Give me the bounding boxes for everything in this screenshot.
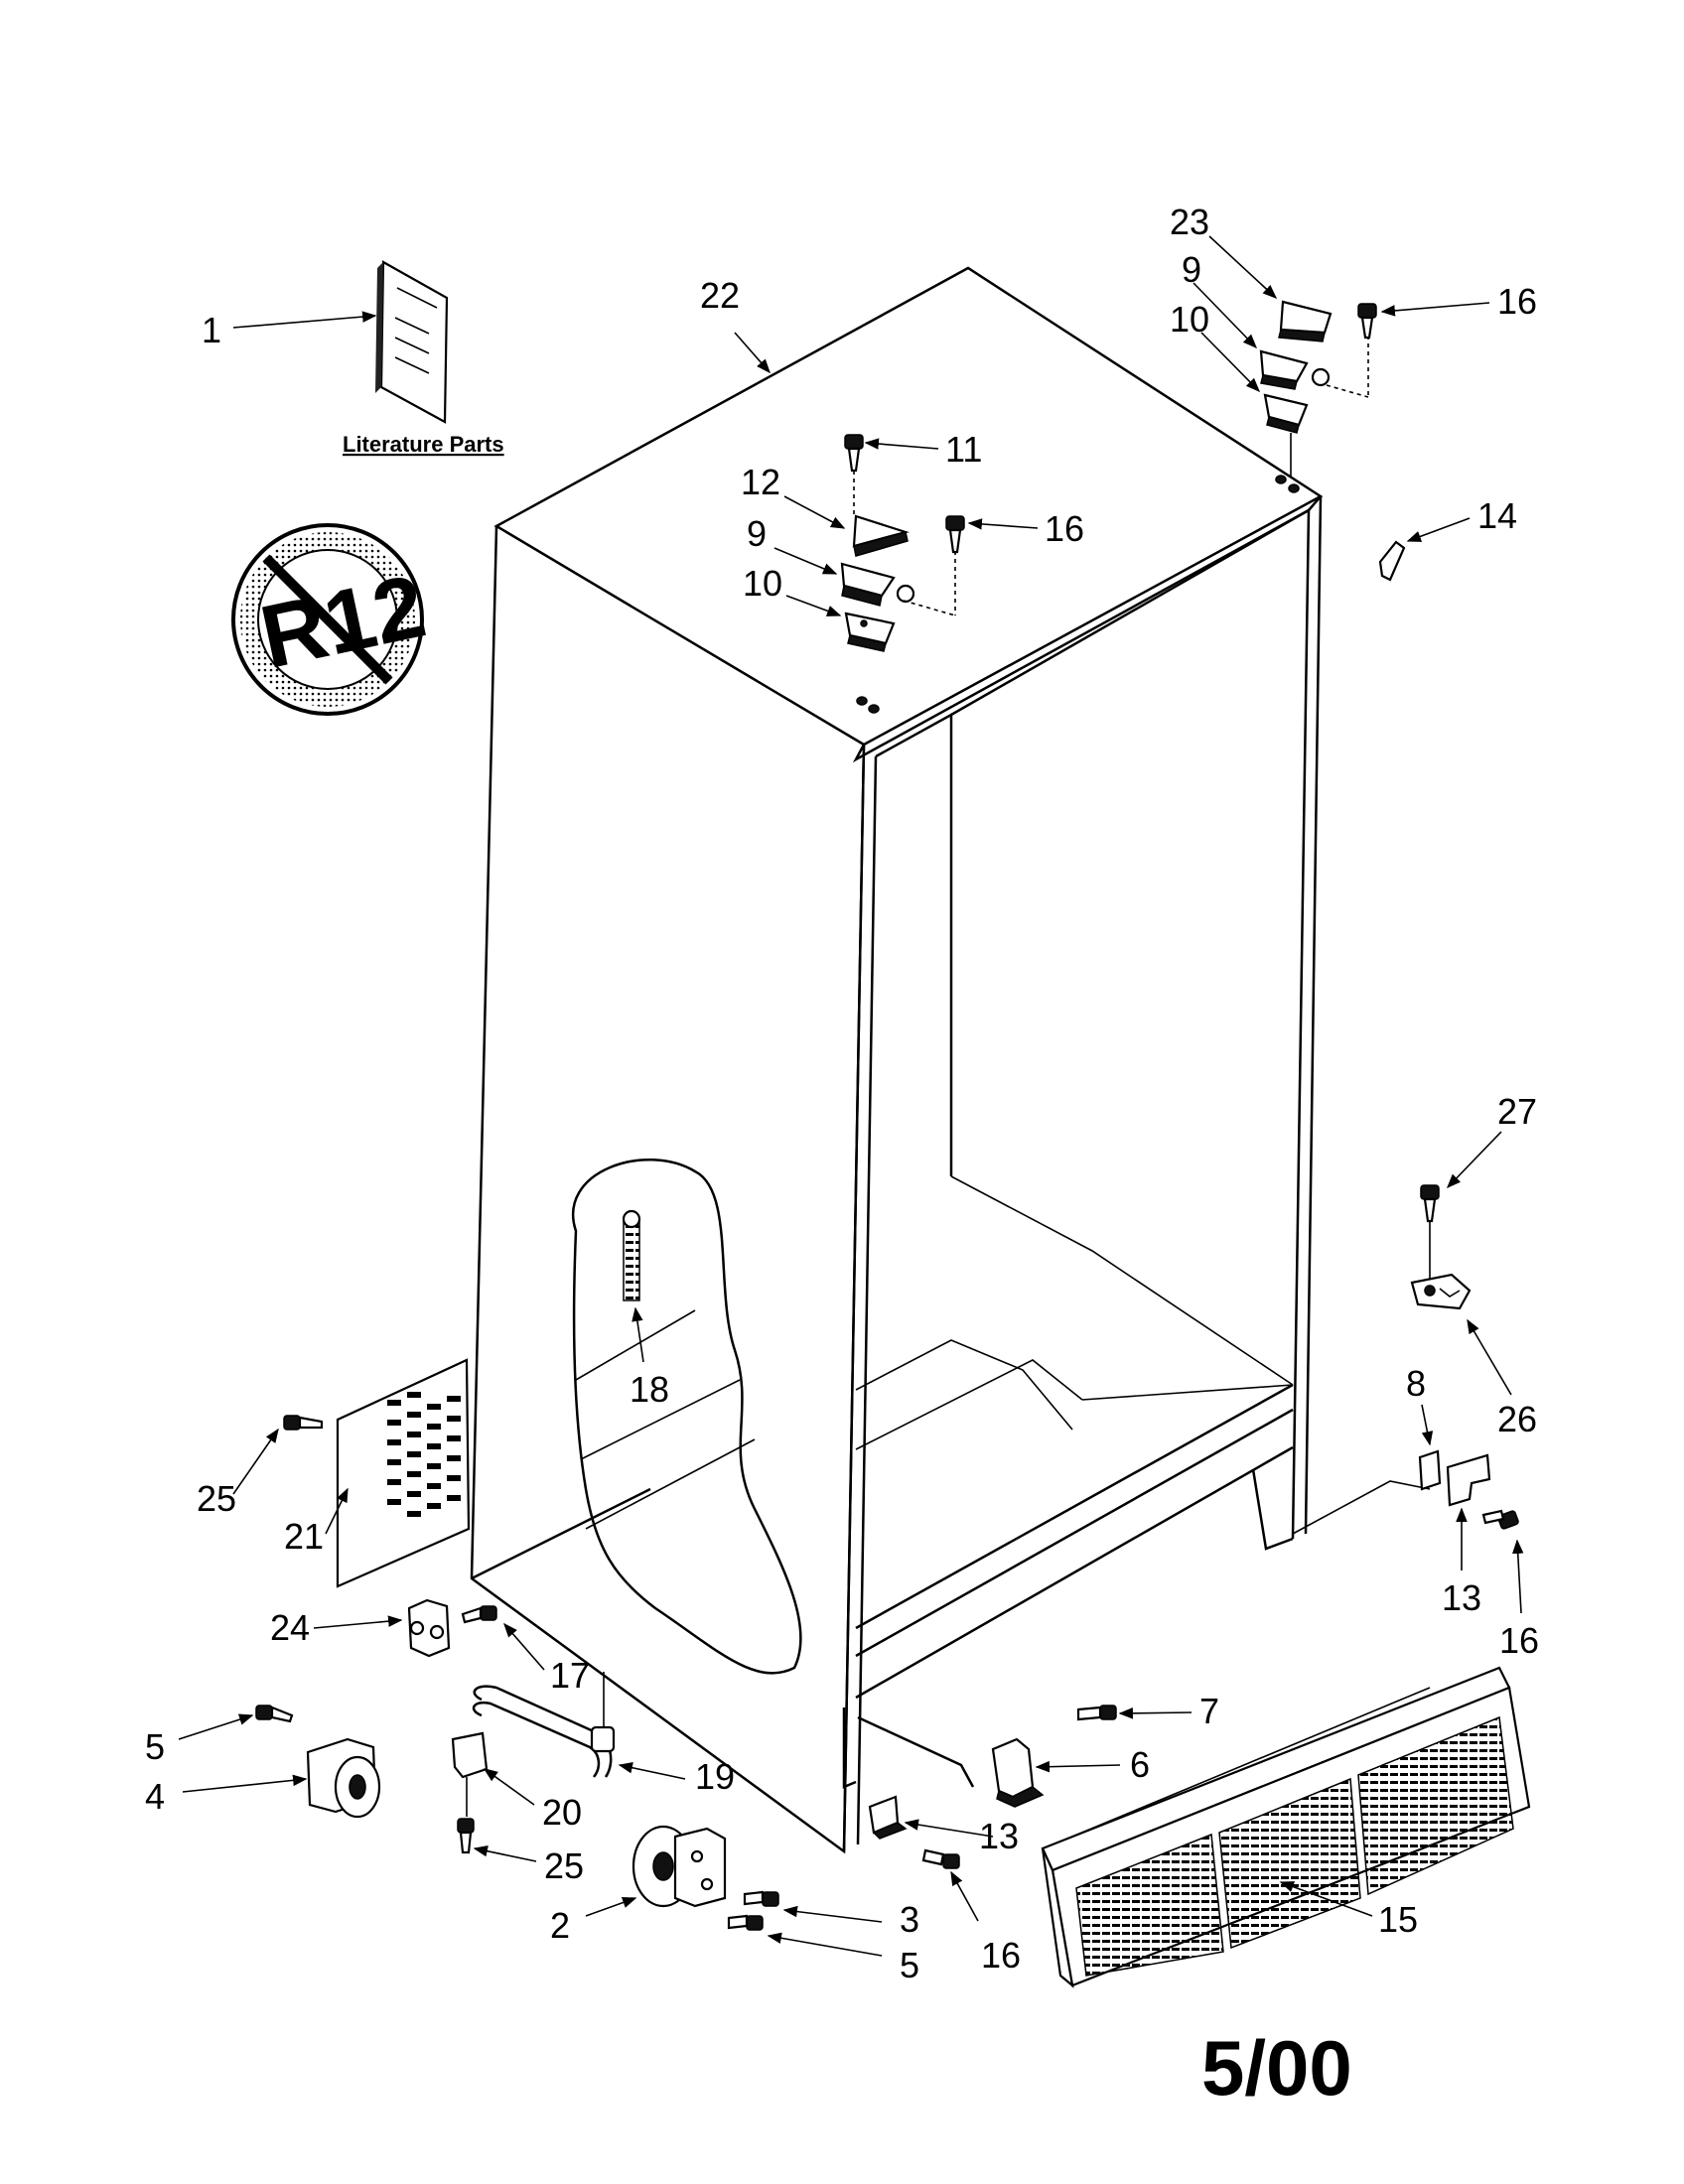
callout-16-right: 16 [1499,1620,1539,1661]
top-hinge-right [1259,300,1377,477]
hinge-screw-16 [945,515,965,554]
hinge-screw-27 [1420,1184,1440,1223]
callout-20: 20 [542,1792,582,1833]
drain-coil [622,1209,641,1301]
callout-16-top-right: 16 [1497,281,1537,322]
door-stop-clip [1378,540,1406,582]
tube-clamp-20 [451,1731,489,1854]
clamp-screw-25 [457,1818,475,1854]
callout-3: 3 [900,1899,919,1940]
revision-date: 5/00 [1201,2024,1352,2112]
drain-tube-19 [472,1672,616,1778]
panel-screw-25 [283,1415,324,1431]
callout-17: 17 [550,1655,590,1696]
roller-screw-3 [743,1890,779,1907]
callout-8: 8 [1406,1363,1426,1404]
callout-23: 23 [1170,202,1209,242]
callout-11: 11 [945,429,982,470]
top-hinge-left [840,434,965,652]
callout-5-front: 5 [900,1945,919,1985]
no-r12-badge: R12 [231,523,434,716]
callout-9: 9 [747,513,767,554]
callout-24: 24 [270,1607,310,1648]
callout-25-top: 25 [197,1478,236,1519]
callout-7: 7 [1199,1691,1219,1731]
front-roller-2 [632,1825,779,1931]
literature-parts-label: Literature Parts [343,432,504,457]
callout-13-front: 13 [979,1816,1019,1856]
callout-12: 12 [741,462,780,502]
callout-2: 2 [550,1905,570,1946]
toe-grille-bracket-13 [868,1795,960,1869]
callout-13-right: 13 [1442,1577,1481,1618]
bottom-right-hinge [1410,1184,1519,1530]
callout-16-front: 16 [981,1935,1021,1976]
toe-grille-bracket-6 [991,1705,1117,1808]
literature-parts: Literature Parts [343,260,504,457]
rear-roller-4 [255,1705,381,1819]
bracket-screw-7 [1076,1705,1117,1721]
callout-4: 4 [145,1776,165,1817]
callout-numbers: 1 22 23 9 10 16 11 12 16 9 10 14 27 26 8… [145,202,1539,1985]
callout-18: 18 [630,1369,669,1410]
bracket-screw-16-front [921,1848,960,1869]
leader-lines [178,235,1524,1957]
callout-25-bottom: 25 [544,1845,584,1886]
callout-10-right: 10 [1170,299,1209,340]
callout-1: 1 [202,310,221,350]
callout-27: 27 [1497,1091,1537,1132]
bracket-screw-16-right [1481,1509,1519,1530]
callout-10: 10 [743,563,782,604]
toe-grille-15 [1041,1666,1531,1988]
hinge-screw-16-right [1357,303,1377,340]
callout-19: 19 [695,1756,735,1797]
callout-9-right: 9 [1182,249,1201,290]
rear-access-panel [336,1358,471,1588]
hinge-screw-11 [844,434,864,473]
roller-screw-5-front [727,1914,764,1931]
callout-14: 14 [1477,495,1517,536]
callout-22: 22 [700,275,740,316]
callout-21: 21 [284,1516,324,1557]
callout-16-top: 16 [1045,508,1084,549]
callout-26: 26 [1497,1399,1537,1439]
roller-screw-5 [255,1705,294,1723]
callout-5-left: 5 [145,1726,165,1767]
callout-6: 6 [1130,1744,1150,1785]
cabinet-assembly [470,266,1431,1854]
callout-15: 15 [1378,1899,1418,1940]
leveling-bracket-24 [407,1598,497,1658]
